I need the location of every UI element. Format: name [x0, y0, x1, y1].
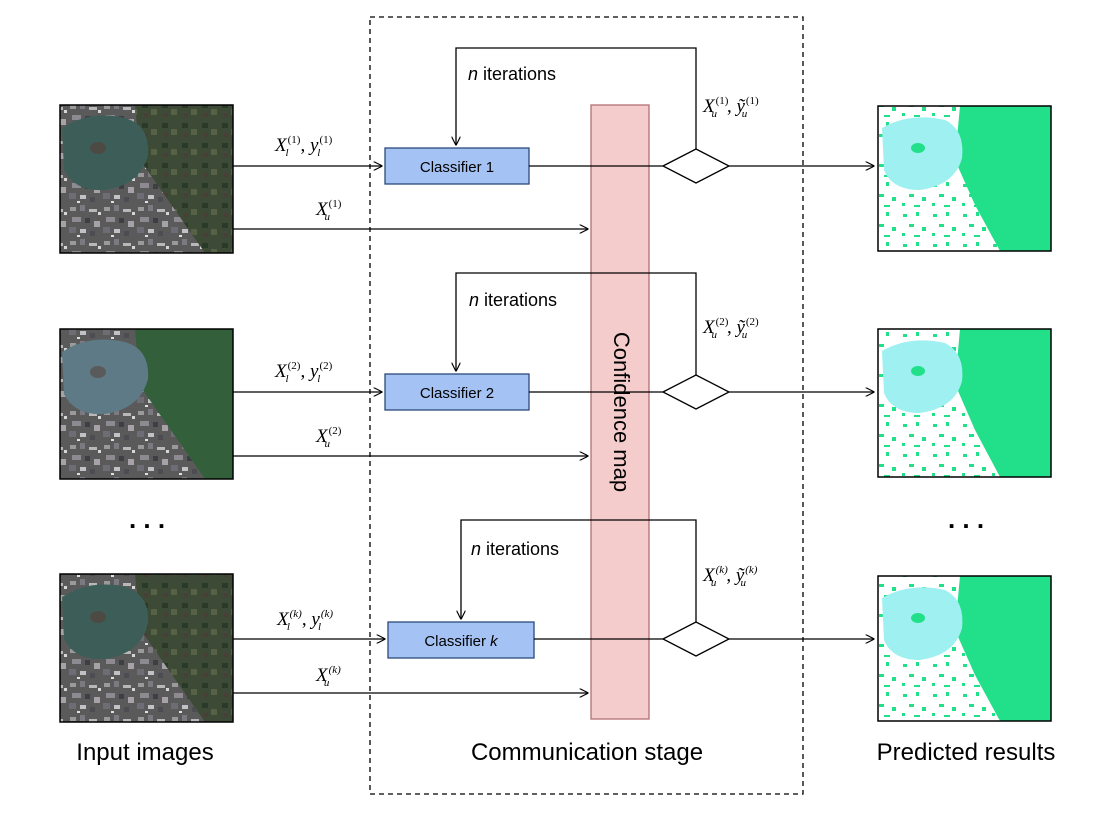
feedback-label-k: X(k)u, ỹ(k)u — [702, 564, 758, 589]
classifier-1-box — [384, 147, 530, 185]
unlabeled-data-label-k: X(k)u — [315, 664, 341, 689]
branch-2: Classifier 2 n iterations X(2)l, y(2)l X… — [233, 272, 874, 456]
labeled-data-label-2: X(2)l, y(2)l — [274, 360, 333, 385]
input-image-k — [59, 573, 234, 723]
decision-diamond-k — [661, 621, 731, 657]
branch-1: Classifier 1 n iterations X(1)l, y(1)l X… — [233, 47, 874, 229]
predicted-image-1 — [877, 105, 1052, 252]
labeled-data-label-1: X(1)l, y(1)l — [274, 134, 333, 159]
decision-diamond-2 — [661, 374, 731, 410]
feedback-label-2: X(2)u, ỹ(2)u — [702, 316, 759, 341]
input-image-1 — [59, 104, 234, 254]
unlabeled-data-label-2: X(2)u — [315, 425, 342, 450]
confidence-map-label: Confidence map — [609, 332, 634, 492]
confidence-map-bar — [590, 104, 650, 720]
decision-diamond-1 — [661, 148, 731, 184]
ellipsis-right: . . . — [948, 504, 984, 534]
feedback-label-1: X(1)u, ỹ(1)u — [702, 95, 759, 120]
classifier-k-label: Classifier k — [424, 633, 499, 650]
labeled-data-label-k: X(k)l, y(k)l — [276, 608, 333, 633]
predicted-image-k — [877, 575, 1052, 722]
classifier-2-label: Classifier 2 — [420, 385, 494, 402]
communication-stage-label: Communication stage — [471, 739, 703, 766]
classifier-k-box — [387, 621, 535, 659]
communication-stage-box — [369, 16, 804, 795]
predicted-image-2 — [877, 328, 1052, 478]
ellipsis-left: . . . — [129, 504, 165, 534]
branch-k: Classifier k n iterations X(k)l, y(k)l X… — [233, 519, 874, 693]
iterations-label-k: n iterations — [471, 539, 559, 559]
classifier-1-label: Classifier 1 — [420, 159, 494, 176]
unlabeled-data-label-1: X(1)u — [315, 198, 342, 223]
input-image-2 — [59, 328, 234, 480]
iterations-label-2: n iterations — [469, 290, 557, 310]
predicted-results-label: Predicted results — [877, 739, 1056, 766]
input-images-label: Input images — [76, 739, 213, 766]
iterations-label-1: n iterations — [468, 64, 556, 84]
